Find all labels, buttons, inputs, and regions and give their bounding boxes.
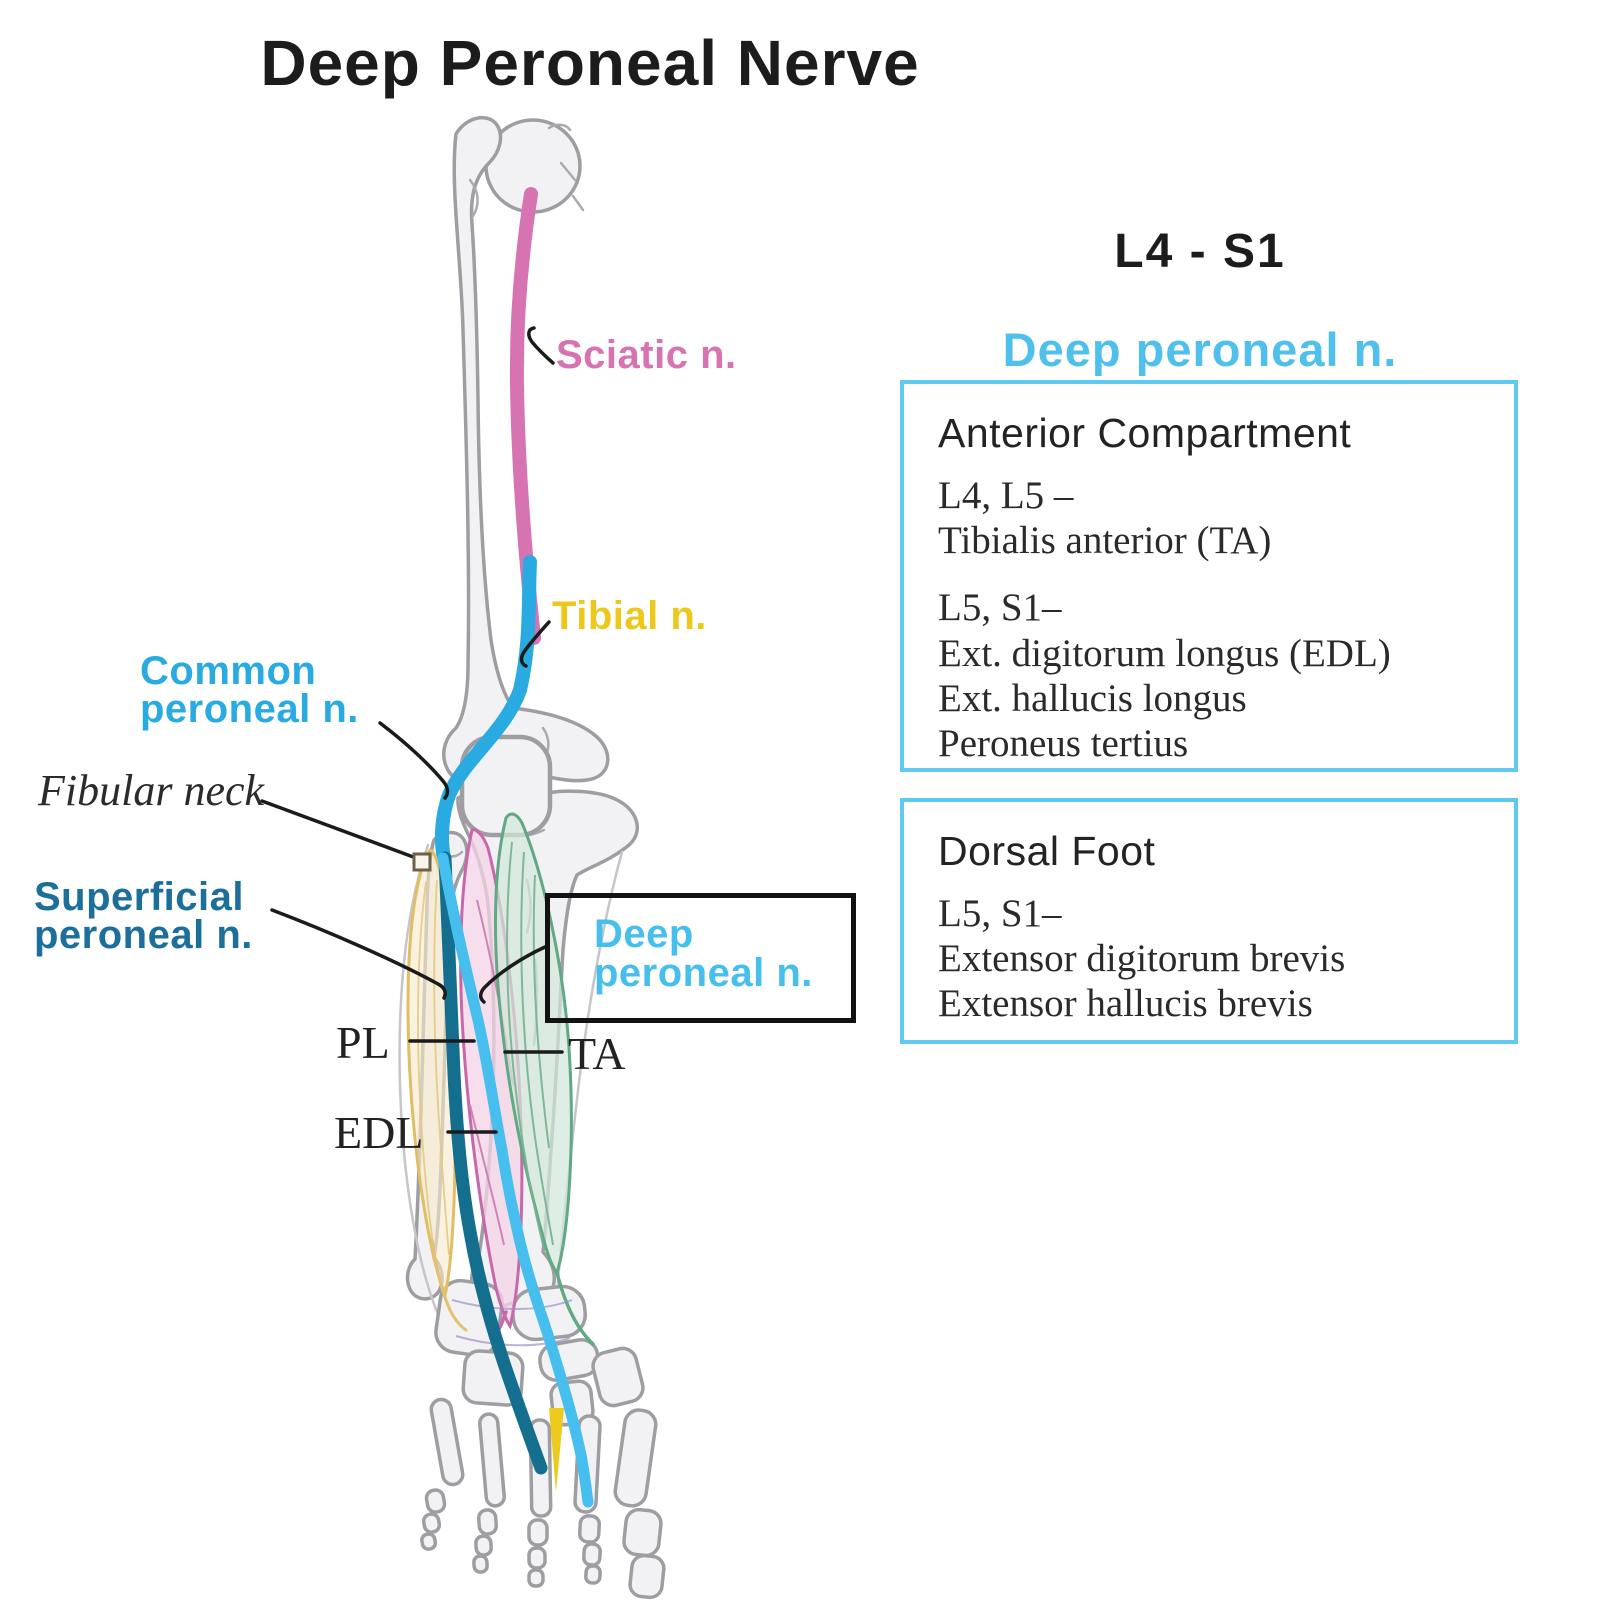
deep-peroneal-label-line1: Deep — [594, 912, 694, 956]
sciatic-leader — [527, 326, 555, 365]
muscle-line: Tibialis anterior (TA) — [938, 519, 1272, 563]
superficial-peroneal-nerve-path — [438, 851, 548, 1475]
deep-peroneal-heading: Deep peroneal n. — [1002, 323, 1398, 376]
common-peroneal-label: Common peroneal n. — [140, 649, 359, 731]
common-peroneal-label-line2: peroneal n. — [140, 687, 359, 731]
muscle-line: Peroneus tertius — [938, 722, 1189, 766]
muscle-group: L4, L5 – Tibialis anterior (TA) — [938, 473, 1480, 563]
muscle-line: L5, S1– — [938, 892, 1062, 935]
muscle-group: L5, S1– Ext. digitorum longus (EDL) Ext.… — [938, 585, 1480, 766]
deep-peroneal-leader — [479, 945, 547, 1004]
sciatic-nerve-label: Sciatic n. — [556, 333, 737, 377]
superficial-peroneal-label: Superficial peroneal n. — [34, 875, 253, 957]
dorsal-foot-heading: Dorsal Foot — [938, 828, 1156, 874]
femur-bone — [442, 115, 610, 788]
muscle-group: L5, S1– Extensor digitorum brevis Extens… — [938, 891, 1480, 1027]
common-peroneal-leader — [378, 721, 450, 800]
superficial-peroneal-leader — [270, 908, 447, 1000]
fibular-neck-label: Fibular neck — [38, 766, 265, 815]
deep-peroneal-nerve-path — [437, 852, 594, 1508]
muscle-line: Ext. hallucis longus — [938, 676, 1247, 720]
deep-peroneal-label-line2: peroneal n. — [594, 950, 813, 995]
muscle-line: Extensor digitorum brevis — [938, 937, 1346, 981]
nerve-roots-label: L4 - S1 — [1114, 225, 1286, 278]
superficial-peroneal-label-line2: peroneal n. — [34, 913, 253, 957]
muscle-line: Ext. digitorum longus (EDL) — [938, 631, 1391, 675]
anterior-compartment-box: Anterior Compartment L4, L5 – Tibialis a… — [900, 380, 1518, 772]
superficial-peroneal-label-line1: Superficial — [34, 875, 245, 919]
fibular-neck-leader — [260, 799, 418, 860]
dorsal-foot-box: Dorsal Foot L5, S1– Extensor digitorum b… — [900, 798, 1518, 1044]
anterior-compartment-heading: Anterior Compartment — [938, 410, 1352, 456]
tibial-leader — [519, 620, 551, 668]
muscle-line: Extensor hallucis brevis — [938, 982, 1313, 1026]
pl-muscle-label: PL — [336, 1017, 390, 1068]
page-title: Deep Peroneal Nerve — [260, 27, 920, 99]
ta-muscle-label: TA — [568, 1028, 626, 1079]
extensor-hallucis-brevis-wedge — [549, 1408, 564, 1492]
deep-peroneal-boxed-label: Deep peroneal n. — [545, 893, 856, 1023]
common-peroneal-label-line1: Common — [140, 649, 317, 693]
leader-lines — [260, 326, 564, 1134]
muscle-line: L5, S1– — [938, 586, 1062, 630]
fibular-neck-marker — [412, 852, 432, 872]
edl-muscle-label: EDL — [334, 1107, 424, 1158]
tibial-nerve-label: Tibial n. — [552, 594, 707, 638]
muscle-line: L4, L5 – — [938, 474, 1074, 517]
common-peroneal-nerve-path — [434, 555, 537, 865]
